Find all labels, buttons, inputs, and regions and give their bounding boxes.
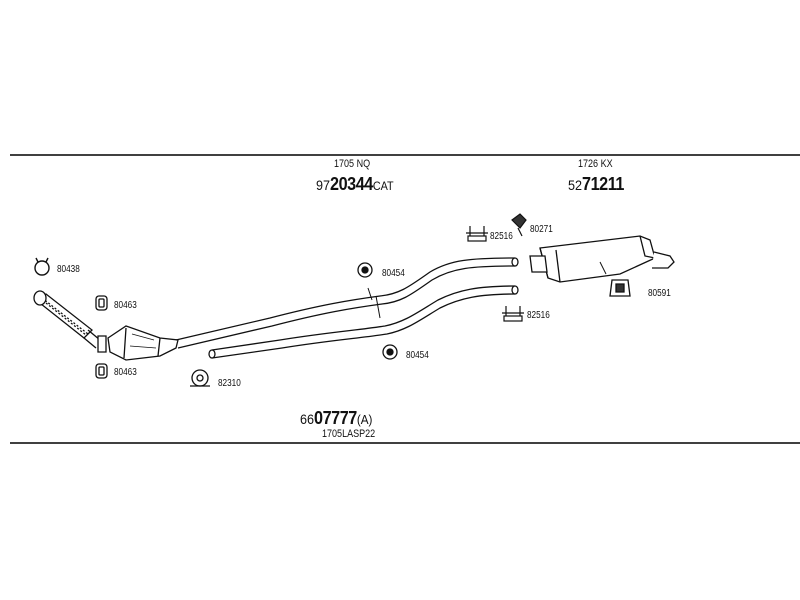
intermediate-pipe-lower — [208, 285, 519, 359]
rubber-mount-icon-2 — [95, 363, 108, 379]
part-label-80463-bottom: 80463 — [114, 367, 137, 378]
catalyst-part-prefix: 97 — [316, 177, 331, 193]
muffler-part-prefix: 52 — [568, 177, 583, 193]
catalyst-part-number: 9720344CAT — [316, 174, 394, 195]
part-label-80454-bottom: 80454 — [406, 350, 429, 361]
muffler-part-main: 71211 — [582, 174, 624, 194]
part-label-80438: 80438 — [57, 264, 80, 275]
rear-muffler — [529, 235, 675, 283]
part-label-82310: 82310 — [218, 378, 241, 389]
pipe-section-code: 1705LASP22 — [322, 428, 376, 440]
section-code-rear: 1726 KX — [578, 158, 613, 170]
muffler-part-number: 5271211 — [568, 174, 624, 195]
pipe-part-number: 6607777(A) — [300, 408, 372, 429]
intermediate-pipe — [175, 257, 519, 349]
part-label-80591: 80591 — [648, 288, 671, 299]
pipe-part-main: 07777 — [314, 408, 357, 428]
part-label-82516-top: 82516 — [490, 231, 513, 242]
catalyst-part-suffix: CAT — [372, 179, 394, 193]
pipe-part-prefix: 66 — [300, 411, 315, 427]
catalytic-converter — [107, 325, 179, 361]
section-code-front: 1705 NQ — [334, 158, 371, 170]
pipe-part-suffix: (A) — [356, 412, 373, 427]
clamp-ring-icon — [34, 257, 50, 276]
part-label-82516-bottom: 82516 — [527, 310, 550, 321]
part-label-80454-top: 80454 — [382, 268, 405, 279]
part-label-80463-top: 80463 — [114, 300, 137, 311]
gasket-ring-icon-2 — [382, 344, 398, 360]
rubber-mount-icon — [95, 295, 108, 311]
pipe-clamp-icon-2 — [502, 306, 524, 322]
pipe-clamp-icon — [466, 226, 488, 242]
front-pipe — [33, 290, 107, 353]
part-label-80271: 80271 — [530, 224, 553, 235]
gasket-ring-icon — [357, 262, 373, 278]
hanger-icon — [511, 213, 527, 237]
muffler-mount-icon — [609, 279, 631, 297]
catalyst-part-main: 20344 — [330, 174, 373, 194]
u-clamp-icon — [190, 369, 210, 387]
